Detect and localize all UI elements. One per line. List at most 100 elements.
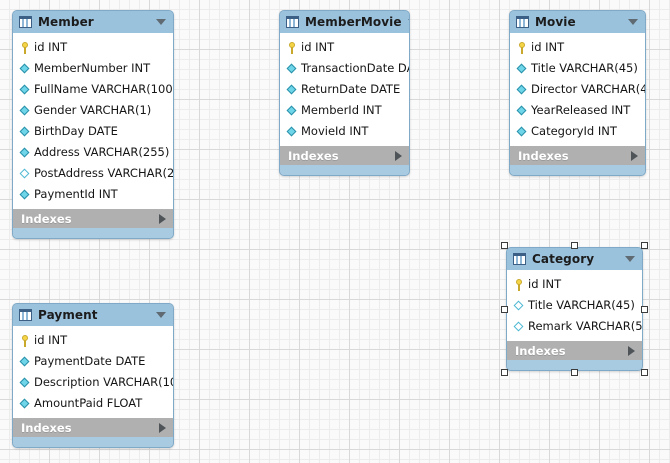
field-row[interactable]: PostAddress VARCHAR(255) <box>13 163 173 184</box>
table-header-membermovie[interactable]: MemberMovie <box>280 11 409 34</box>
table-header-member[interactable]: Member <box>13 11 173 34</box>
field-row[interactable]: id INT <box>280 37 409 58</box>
field-row[interactable]: id INT <box>13 37 173 58</box>
primary-key-icon <box>516 41 528 54</box>
resize-handle-s[interactable] <box>571 369 578 376</box>
column-diamond-icon <box>19 377 31 389</box>
field-label: BirthDay DATE <box>34 123 118 138</box>
column-diamond-icon <box>19 147 31 159</box>
field-row[interactable]: MemberId INT <box>280 100 409 121</box>
resize-handle-n[interactable] <box>571 242 578 249</box>
field-row[interactable]: PaymentId INT <box>13 184 173 205</box>
field-row[interactable]: TransactionDate DATE <box>280 58 409 79</box>
resize-handle-ne[interactable] <box>641 242 648 249</box>
field-row[interactable]: Gender VARCHAR(1) <box>13 100 173 121</box>
field-label: Gender VARCHAR(1) <box>34 102 152 117</box>
chevron-right-icon[interactable] <box>159 422 166 433</box>
resize-handle-w[interactable] <box>501 305 508 313</box>
chevron-down-icon[interactable] <box>628 19 638 25</box>
field-label: id INT <box>34 332 68 347</box>
field-row[interactable]: id INT <box>13 330 173 351</box>
nullable-column-diamond-icon <box>513 321 525 333</box>
resize-handle-e[interactable] <box>641 305 648 313</box>
table-header-category[interactable]: Category <box>507 248 642 271</box>
resize-handle-sw[interactable] <box>501 369 508 376</box>
field-row[interactable]: Title VARCHAR(45) <box>510 58 645 79</box>
table-node-payment[interactable]: Payment id INT PaymentDate DATE Description… <box>12 303 174 448</box>
column-diamond-icon <box>516 63 528 75</box>
chevron-right-icon[interactable] <box>395 150 402 161</box>
chevron-down-icon[interactable] <box>156 19 166 25</box>
field-label: id INT <box>531 39 565 54</box>
table-footer-category <box>507 360 642 370</box>
field-row[interactable]: Address VARCHAR(255) <box>13 142 173 163</box>
chevron-right-icon[interactable] <box>159 213 166 224</box>
chevron-right-icon[interactable] <box>628 345 635 356</box>
indexes-section-movie[interactable]: Indexes <box>510 145 645 165</box>
field-row[interactable]: Remark VARCHAR(500) <box>507 316 642 337</box>
field-row[interactable]: Description VARCHAR(100) <box>13 372 173 393</box>
field-label: Description VARCHAR(100) <box>34 374 174 389</box>
field-row[interactable]: BirthDay DATE <box>13 121 173 142</box>
column-diamond-icon <box>19 356 31 368</box>
field-label: Address VARCHAR(255) <box>34 144 170 159</box>
indexes-section-member[interactable]: Indexes <box>13 208 173 228</box>
field-row[interactable]: YearReleased INT <box>510 100 645 121</box>
field-row[interactable]: AmountPaid FLOAT <box>13 393 173 414</box>
chevron-down-icon[interactable] <box>625 256 635 262</box>
field-row[interactable]: CategoryId INT <box>510 121 645 142</box>
field-row[interactable]: MemberNumber INT <box>13 58 173 79</box>
table-footer-payment <box>13 437 173 447</box>
field-label: AmountPaid FLOAT <box>34 395 143 410</box>
column-diamond-icon <box>19 63 31 75</box>
column-diamond-icon <box>286 126 298 138</box>
table-fields-movie: id INT Title VARCHAR(45) Director VARCHAR(… <box>510 34 645 145</box>
field-row[interactable]: ReturnDate DATE <box>280 79 409 100</box>
field-row[interactable]: id INT <box>510 37 645 58</box>
table-title: Payment <box>38 308 98 322</box>
indexes-section-payment[interactable]: Indexes <box>13 417 173 437</box>
column-diamond-icon <box>286 63 298 75</box>
field-row[interactable]: Director VARCHAR(45) <box>510 79 645 100</box>
nullable-column-diamond-icon <box>19 168 31 180</box>
table-title: Member <box>38 15 94 29</box>
field-label: PostAddress VARCHAR(255) <box>34 165 174 180</box>
primary-key-icon <box>513 278 525 291</box>
resize-handle-nw[interactable] <box>501 242 508 249</box>
column-diamond-icon <box>516 126 528 138</box>
chevron-down-icon[interactable] <box>407 19 409 25</box>
field-label: id INT <box>528 276 562 291</box>
field-row[interactable]: FullName VARCHAR(100) <box>13 79 173 100</box>
resize-handle-se[interactable] <box>641 369 648 376</box>
table-node-category[interactable]: Category id INT Title VARCHAR(45) Remark VA… <box>506 247 643 371</box>
indexes-label: Indexes <box>518 148 569 163</box>
table-icon <box>19 16 32 28</box>
table-header-payment[interactable]: Payment <box>13 304 173 327</box>
table-node-member[interactable]: Member id INT MemberNumber INT FullName VAR… <box>12 10 174 239</box>
chevron-down-icon[interactable] <box>156 312 166 318</box>
field-row[interactable]: Title VARCHAR(45) <box>507 295 642 316</box>
table-node-movie[interactable]: Movie id INT Title VARCHAR(45) Director VAR… <box>509 10 646 176</box>
table-fields-category: id INT Title VARCHAR(45) Remark VARCHAR(50… <box>507 271 642 340</box>
table-footer-member <box>13 228 173 238</box>
column-diamond-icon <box>19 105 31 117</box>
table-icon <box>516 16 529 28</box>
chevron-right-icon[interactable] <box>631 150 638 161</box>
indexes-label: Indexes <box>21 211 72 226</box>
field-label: FullName VARCHAR(100) <box>34 81 174 96</box>
field-row[interactable]: PaymentDate DATE <box>13 351 173 372</box>
field-label: MemberNumber INT <box>34 60 151 75</box>
field-row[interactable]: MovieId INT <box>280 121 409 142</box>
table-header-movie[interactable]: Movie <box>510 11 645 34</box>
table-footer-movie <box>510 165 645 175</box>
field-label: Title VARCHAR(45) <box>531 60 638 75</box>
indexes-section-category[interactable]: Indexes <box>507 340 642 360</box>
field-row[interactable]: id INT <box>507 274 642 295</box>
column-diamond-icon <box>516 105 528 117</box>
field-label: Director VARCHAR(45) <box>531 81 645 96</box>
field-label: Remark VARCHAR(500) <box>528 318 643 333</box>
indexes-section-membermovie[interactable]: Indexes <box>280 145 409 165</box>
